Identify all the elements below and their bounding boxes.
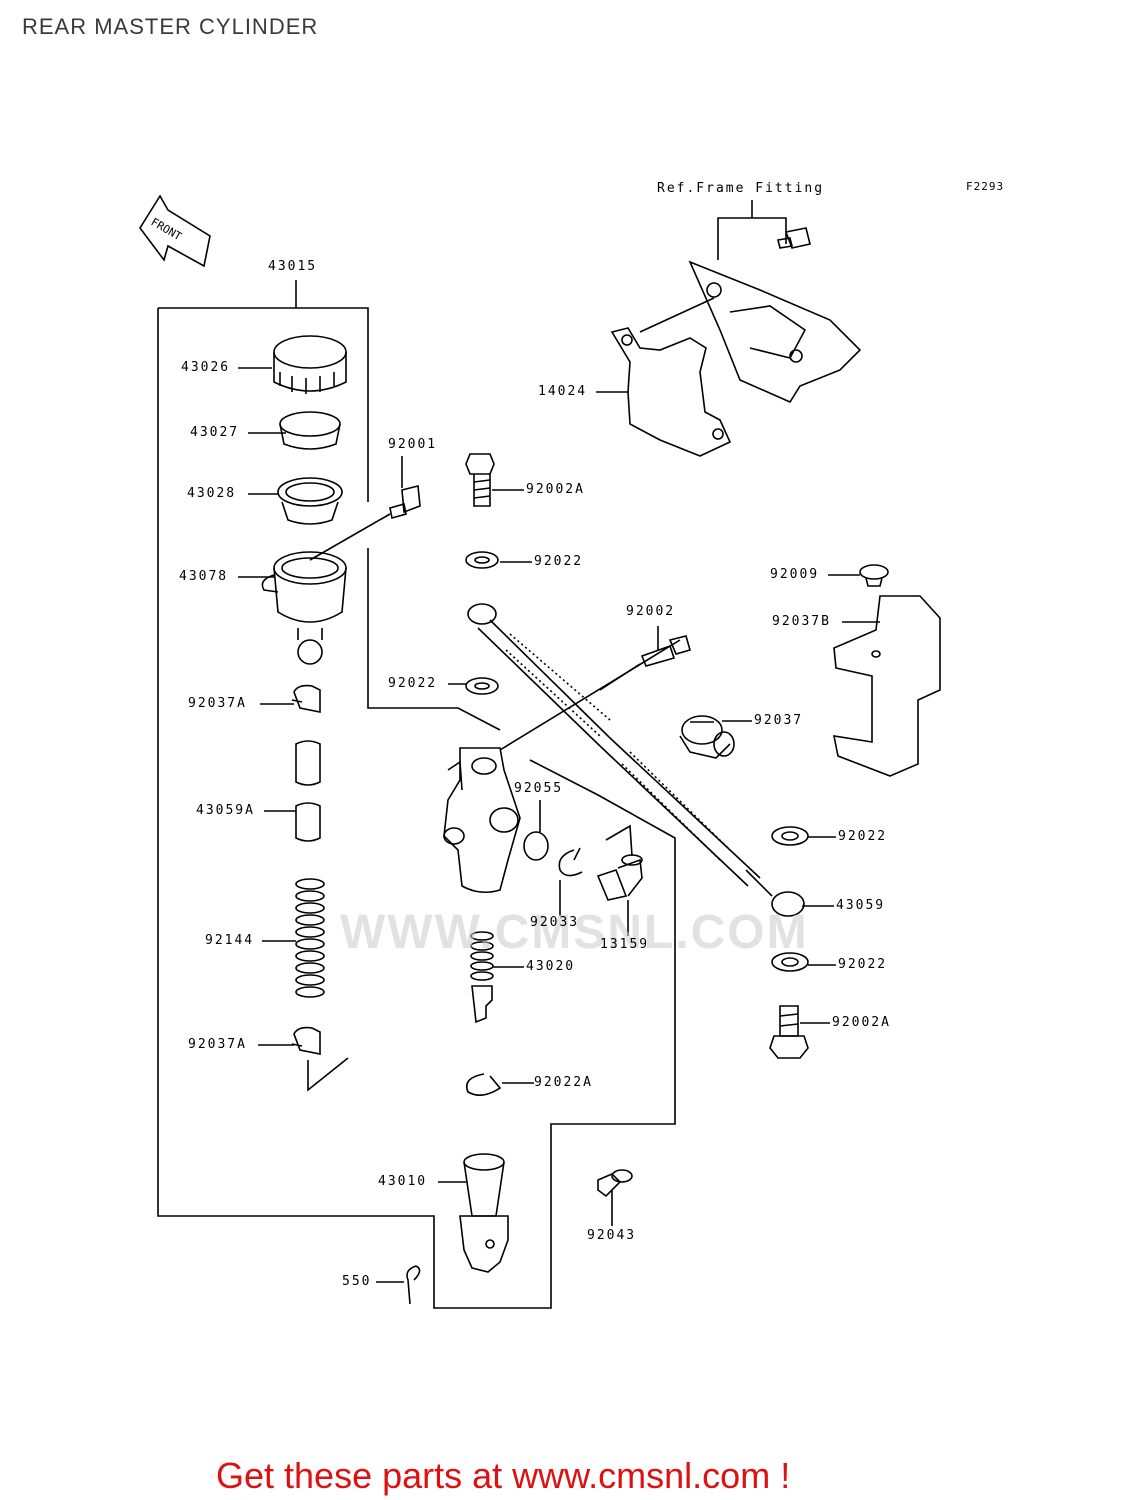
part-label[interactable]: 92022 xyxy=(838,957,888,972)
banjo-bolt-icon xyxy=(769,1005,809,1059)
circlip-icon xyxy=(558,847,583,877)
part-label[interactable]: 92001 xyxy=(388,437,438,452)
cotter-pin-icon xyxy=(406,1265,421,1305)
part-label[interactable]: 92144 xyxy=(205,933,255,948)
reservoir-hose-icon xyxy=(295,740,321,842)
part-label[interactable]: 13159 xyxy=(600,937,650,952)
part-label[interactable]: 92037A xyxy=(188,696,247,711)
reservoir-plate-icon xyxy=(279,411,341,450)
front-arrow-icon: FRONT xyxy=(139,194,211,268)
part-label[interactable]: 92002 xyxy=(626,604,676,619)
reservoir-tank-icon xyxy=(261,551,347,665)
screw-icon xyxy=(309,484,421,561)
part-label[interactable]: 92033 xyxy=(530,915,580,930)
part-label[interactable]: 14024 xyxy=(538,384,588,399)
clamp-icon xyxy=(291,1026,321,1055)
o-ring-icon xyxy=(523,831,549,861)
spring-icon xyxy=(295,878,325,998)
part-label[interactable]: 92022 xyxy=(534,554,584,569)
part-label[interactable]: 92009 xyxy=(770,567,820,582)
bolt-icon xyxy=(777,227,811,249)
assembly-outline xyxy=(158,307,369,502)
clamp-icon xyxy=(291,684,321,713)
part-label[interactable]: 92022A xyxy=(534,1075,593,1090)
watermark: WWW.CMSNL.COM xyxy=(340,906,809,959)
washer-icon xyxy=(465,677,499,695)
parts-link[interactable]: Get these parts at www.cmsnl.com ! xyxy=(216,1455,791,1496)
brake-hose-icon xyxy=(467,603,805,917)
part-label[interactable]: 92022 xyxy=(838,829,888,844)
part-label[interactable]: 92055 xyxy=(514,781,564,796)
part-label[interactable]: 92043 xyxy=(587,1228,637,1243)
part-label[interactable]: 43028 xyxy=(187,486,237,501)
push-rod-icon xyxy=(459,1153,509,1273)
washer-icon xyxy=(771,952,809,972)
grommet-icon xyxy=(679,715,735,759)
part-label[interactable]: 550 xyxy=(342,1274,372,1289)
clamp-bracket-icon xyxy=(832,595,941,777)
part-label[interactable]: 43026 xyxy=(181,360,231,375)
reservoir-cap-icon xyxy=(273,335,347,394)
part-label[interactable]: 43059 xyxy=(836,898,886,913)
ref-frame-note: Ref.Frame Fitting xyxy=(657,181,825,196)
master-cylinder-icon xyxy=(443,747,521,894)
snap-ring-icon xyxy=(465,1073,502,1096)
part-label[interactable]: 92002A xyxy=(832,1015,891,1030)
part-label[interactable]: 92002A xyxy=(526,482,585,497)
washer-icon xyxy=(465,551,499,569)
page-title: REAR MASTER CYLINDER xyxy=(22,14,319,39)
part-label[interactable]: 92037 xyxy=(754,713,804,728)
figure-code: F2293 xyxy=(966,180,1005,193)
part-label[interactable]: 43059A xyxy=(196,803,255,818)
part-label[interactable]: 92022 xyxy=(388,676,438,691)
bolt-icon xyxy=(599,635,691,691)
part-label[interactable]: 92037B xyxy=(772,614,831,629)
piston-icon xyxy=(470,931,494,1024)
part-label[interactable]: 43027 xyxy=(190,425,240,440)
guard-bracket-icon xyxy=(610,260,862,457)
washer-icon xyxy=(771,826,809,846)
part-label[interactable]: 43078 xyxy=(179,569,229,584)
banjo-bolt-icon xyxy=(465,453,495,507)
screw-icon xyxy=(859,564,889,587)
part-label[interactable]: 43020 xyxy=(526,959,576,974)
part-label[interactable]: 43015 xyxy=(268,259,318,274)
diaphragm-icon xyxy=(277,477,343,525)
part-label[interactable]: 43010 xyxy=(378,1174,428,1189)
clevis-pin-icon xyxy=(597,1169,633,1226)
part-label[interactable]: 92037A xyxy=(188,1037,247,1052)
